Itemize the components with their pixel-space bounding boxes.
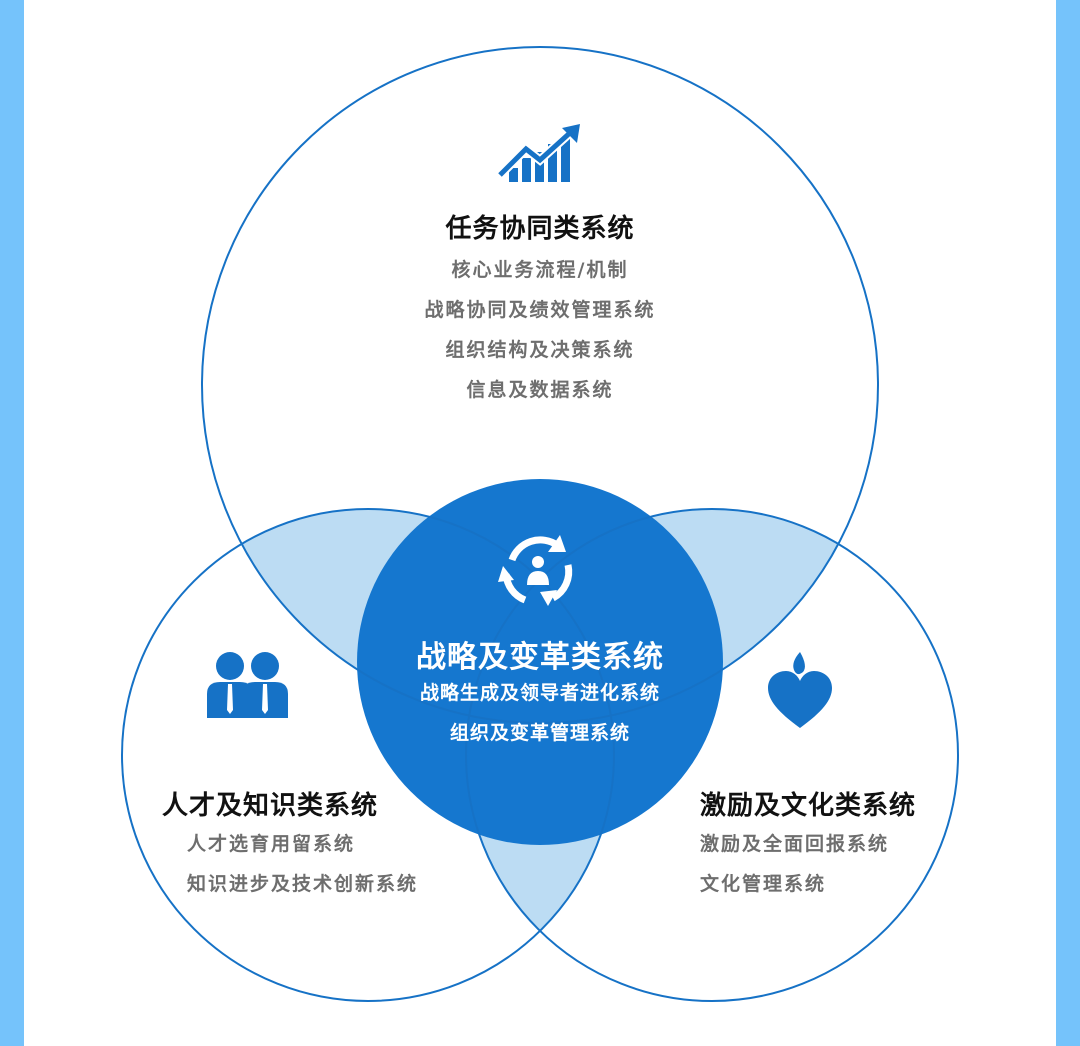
list-item: 知识进步及技术创新系统 [187, 873, 419, 895]
list-item: 核心业务流程/机制 [451, 259, 629, 281]
top-circle [201, 46, 879, 724]
center-circle-title: 战略及变革类系统 [416, 640, 664, 675]
list-item: 战略生成及领导者进化系统 [419, 682, 660, 704]
right-circle-items: 激励及全面回报系统 文化管理系统 [700, 824, 889, 904]
list-item: 组织及变革管理系统 [449, 722, 630, 744]
list-item: 人才选育用留系统 [187, 833, 356, 855]
list-item: 激励及全面回报系统 [700, 833, 890, 855]
top-circle-title: 任务协同类系统 [445, 214, 635, 244]
list-item: 战略协同及绩效管理系统 [424, 299, 656, 321]
heart-flame-icon [768, 652, 832, 728]
left-side-bar [0, 0, 24, 1046]
right-side-bar [1056, 0, 1080, 1046]
top-circle-items: 核心业务流程/机制 战略协同及绩效管理系统 组织结构及决策系统 信息及数据系统 [370, 250, 710, 410]
left-circle [121, 508, 615, 1002]
team-people-icon [207, 652, 288, 718]
right-circle-title: 激励及文化类系统 [700, 791, 917, 821]
center-circle-items: 战略生成及领导者进化系统 组织及变革管理系统 [380, 673, 700, 753]
left-circle-items: 人才选育用留系统 知识进步及技术创新系统 [187, 824, 418, 904]
growth-chart-icon [496, 124, 580, 182]
list-item: 文化管理系统 [700, 873, 827, 895]
right-circle [465, 508, 959, 1002]
list-item: 组织结构及决策系统 [445, 339, 635, 361]
left-circle-title: 人才及知识类系统 [162, 791, 379, 821]
center-circle [357, 479, 723, 845]
list-item: 信息及数据系统 [466, 379, 614, 401]
person-cycle-icon [498, 535, 573, 606]
